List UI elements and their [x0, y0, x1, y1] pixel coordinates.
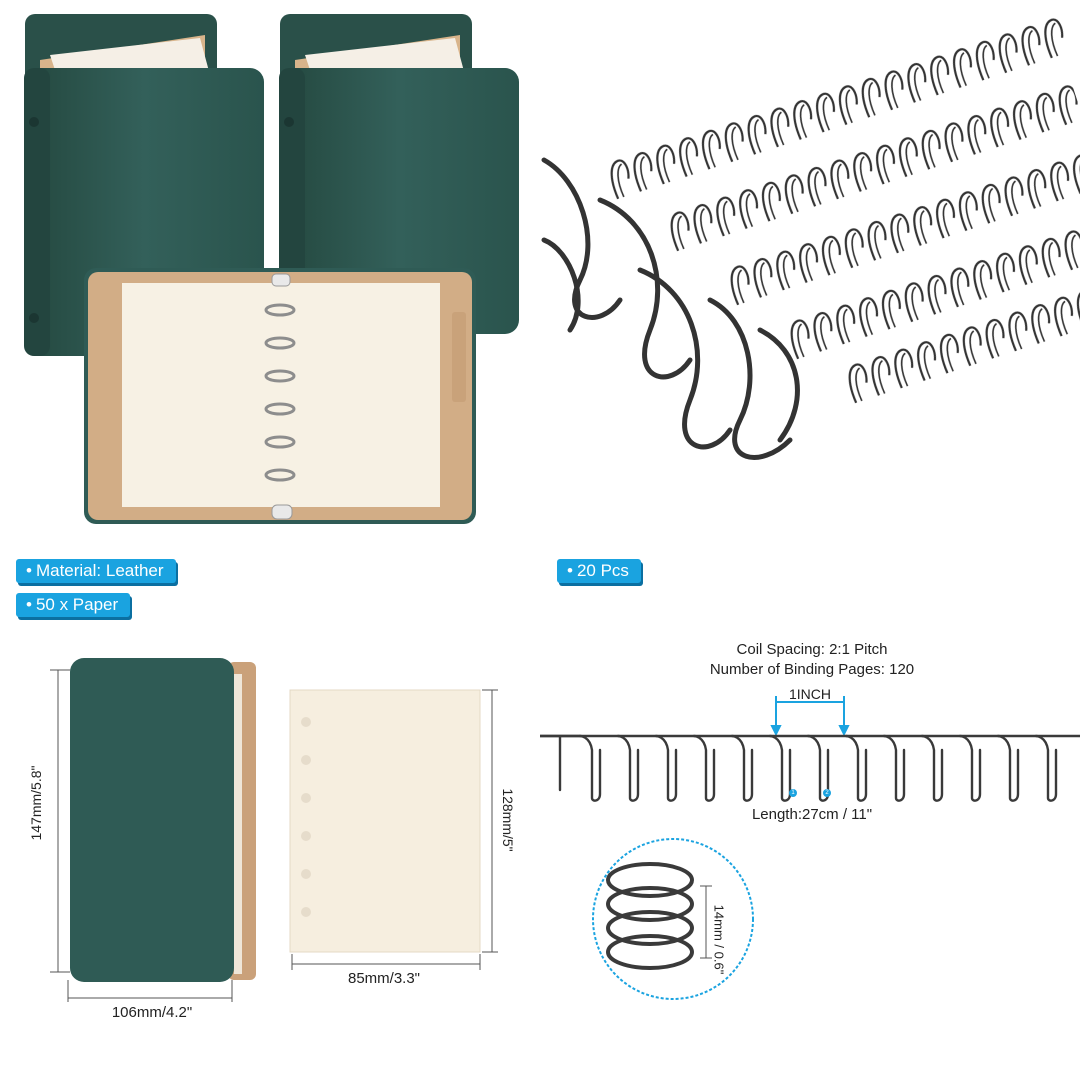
paper-width-label: 85mm/3.3"	[347, 970, 421, 987]
paper-badge-label: 50 x Paper	[35, 595, 119, 614]
coil-length-label: Length:27cm / 11"	[751, 806, 873, 823]
badge-bullet: •	[26, 561, 32, 580]
material-badge: •Material: Leather	[16, 559, 176, 583]
open-binder	[84, 268, 476, 524]
coil-marker-2: 2	[823, 789, 831, 797]
badge-bullet: •	[567, 561, 573, 580]
pitch-label: 1INCH	[788, 686, 832, 702]
coil-marker-1: 1	[789, 789, 797, 797]
binding-pages-label: Number of Binding Pages: 120	[709, 661, 915, 678]
wire-coils-image	[541, 13, 1080, 460]
wire-coil-closeup	[541, 157, 800, 460]
coil-spec-drawing	[540, 696, 1080, 1000]
coil-spacing-label: Coil Spacing: 2:1 Pitch	[736, 641, 888, 658]
binder-product-image	[24, 14, 519, 524]
paper-badge: •50 x Paper	[16, 593, 131, 617]
pieces-badge: •20 Pcs	[557, 559, 641, 583]
binder-height-label: 147mm/5.8"	[28, 765, 44, 841]
binder-front-view	[70, 658, 256, 982]
coil-side-view	[540, 734, 1080, 802]
paper-height-label: 128mm/5"	[500, 788, 516, 852]
material-badge-label: Material: Leather	[35, 561, 164, 580]
wire-coil-strips	[602, 13, 1080, 408]
coil-closeup-circle	[592, 838, 754, 1000]
paper-sheet-view	[289, 689, 481, 953]
coil-diameter-label: 14mm / 0.6"	[711, 904, 727, 975]
badge-bullet: •	[26, 595, 32, 614]
closed-binder-right	[279, 14, 519, 334]
binder-dimension-drawing	[50, 658, 498, 1002]
binder-width-label: 106mm/4.2"	[111, 1004, 193, 1021]
pieces-badge-label: 20 Pcs	[576, 561, 629, 580]
